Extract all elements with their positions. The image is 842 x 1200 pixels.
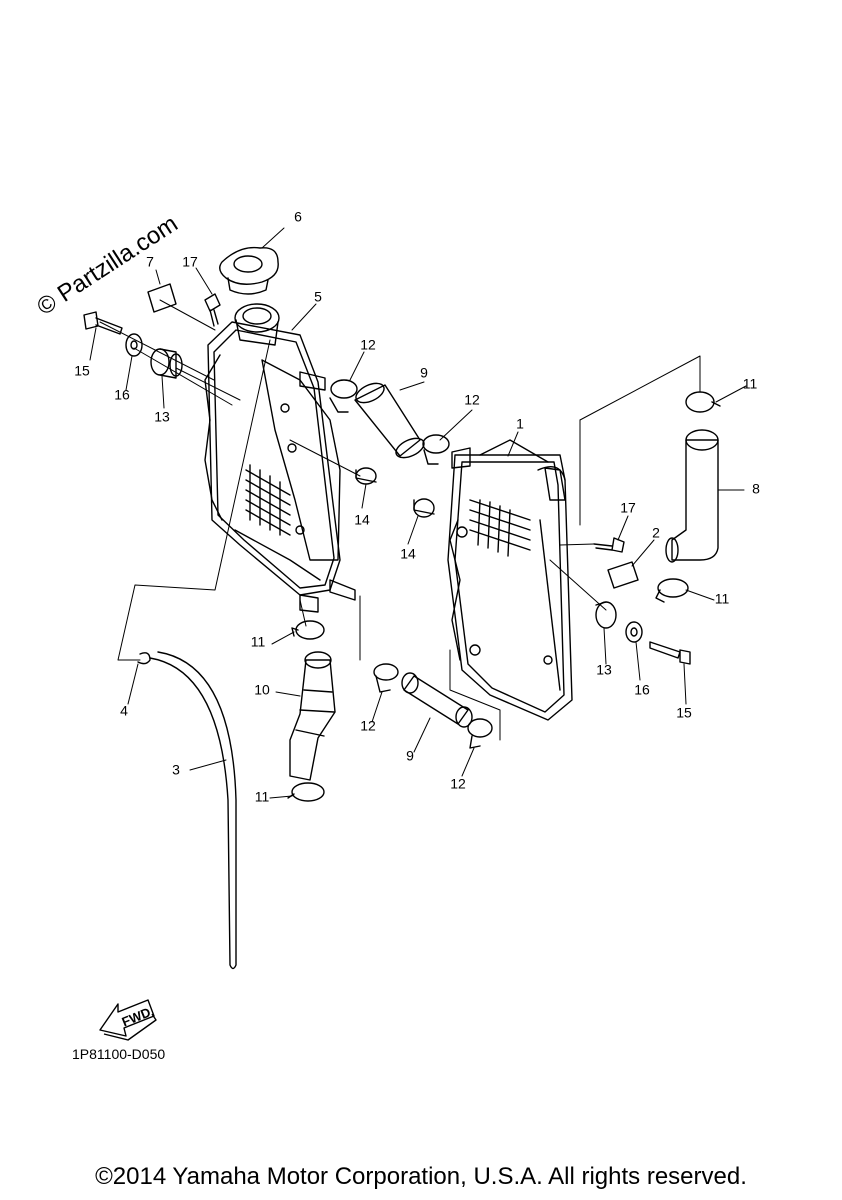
- clamp-12-top: [329, 379, 358, 413]
- grommet-13-right: [595, 601, 617, 629]
- callout-16-right: 16: [634, 682, 650, 698]
- callout-16-left: 16: [114, 387, 130, 403]
- washer-16-right: [625, 621, 643, 643]
- bolt-17-left: [204, 293, 221, 327]
- left-radiator: [204, 303, 356, 613]
- hose-10: [289, 651, 336, 781]
- callout-8: 8: [752, 481, 760, 497]
- collar-14-right: [413, 498, 435, 518]
- washer-16-left: [125, 333, 143, 357]
- clamp-12-top-right: [422, 434, 450, 465]
- leader-lines: [89, 227, 747, 799]
- decal-label-left: [147, 283, 177, 313]
- callout-11-mid-right: 11: [715, 591, 730, 607]
- callout-1: 1: [516, 416, 524, 432]
- hose-9-top: [354, 382, 425, 459]
- callout-17-left: 17: [182, 254, 198, 270]
- fwd-arrow-icon: FWD: [99, 999, 157, 1041]
- callout-3: 3: [172, 762, 180, 778]
- clamp-11-top-right: [685, 391, 721, 413]
- callout-7: 7: [146, 254, 154, 270]
- callout-13-right: 13: [596, 662, 612, 678]
- clip-4: [137, 652, 151, 665]
- callout-10: 10: [254, 682, 270, 698]
- callout-12-lower-left: 12: [360, 718, 376, 734]
- callouts: 1 2 3 4 5 6 7 8 9 9 10 11 11 11 11 12 12…: [74, 209, 760, 805]
- bolt-17-right: [593, 537, 625, 553]
- grommet-13-left: [150, 348, 183, 379]
- hose-8: [665, 429, 719, 563]
- bolt-15-right: [649, 641, 691, 665]
- callout-11-left-mid: 11: [251, 634, 266, 650]
- callout-9-top: 9: [420, 365, 428, 381]
- decal-label-right: [607, 561, 639, 589]
- right-radiator: [447, 439, 573, 721]
- callout-5: 5: [314, 289, 322, 305]
- callout-11-top-right: 11: [743, 376, 758, 392]
- copyright-notice: ©2014 Yamaha Motor Corporation, U.S.A. A…: [95, 1163, 747, 1190]
- callout-12-top-right: 12: [464, 392, 480, 408]
- callout-17-right: 17: [620, 500, 636, 516]
- callout-6: 6: [294, 209, 302, 225]
- clamp-12-lower-left: [373, 663, 399, 693]
- clamp-11-mid-right: [655, 578, 689, 603]
- hose-9-lower: [401, 672, 473, 728]
- callout-13-left: 13: [154, 409, 170, 425]
- breather-hose-3: [149, 651, 237, 970]
- clamp-12-lower-right: [467, 718, 493, 749]
- callout-4: 4: [120, 703, 128, 719]
- callout-12-lower-right: 12: [450, 776, 466, 792]
- callout-14-right: 14: [400, 546, 416, 562]
- diagram-part-code: 1P81100-D050: [72, 1046, 166, 1062]
- callout-12-top: 12: [360, 337, 376, 353]
- bolt-15-left: [83, 311, 123, 335]
- callout-15-right: 15: [676, 705, 692, 721]
- radiator-cap: [219, 246, 279, 295]
- callout-9-lower: 9: [406, 748, 414, 764]
- callout-14-left: 14: [354, 512, 370, 528]
- clamp-11-left-mid: [291, 620, 325, 640]
- callout-2: 2: [652, 525, 660, 541]
- clamp-11-left-bottom: [287, 782, 325, 802]
- callout-15-left: 15: [74, 363, 90, 379]
- callout-11-left-bottom: 11: [255, 789, 270, 805]
